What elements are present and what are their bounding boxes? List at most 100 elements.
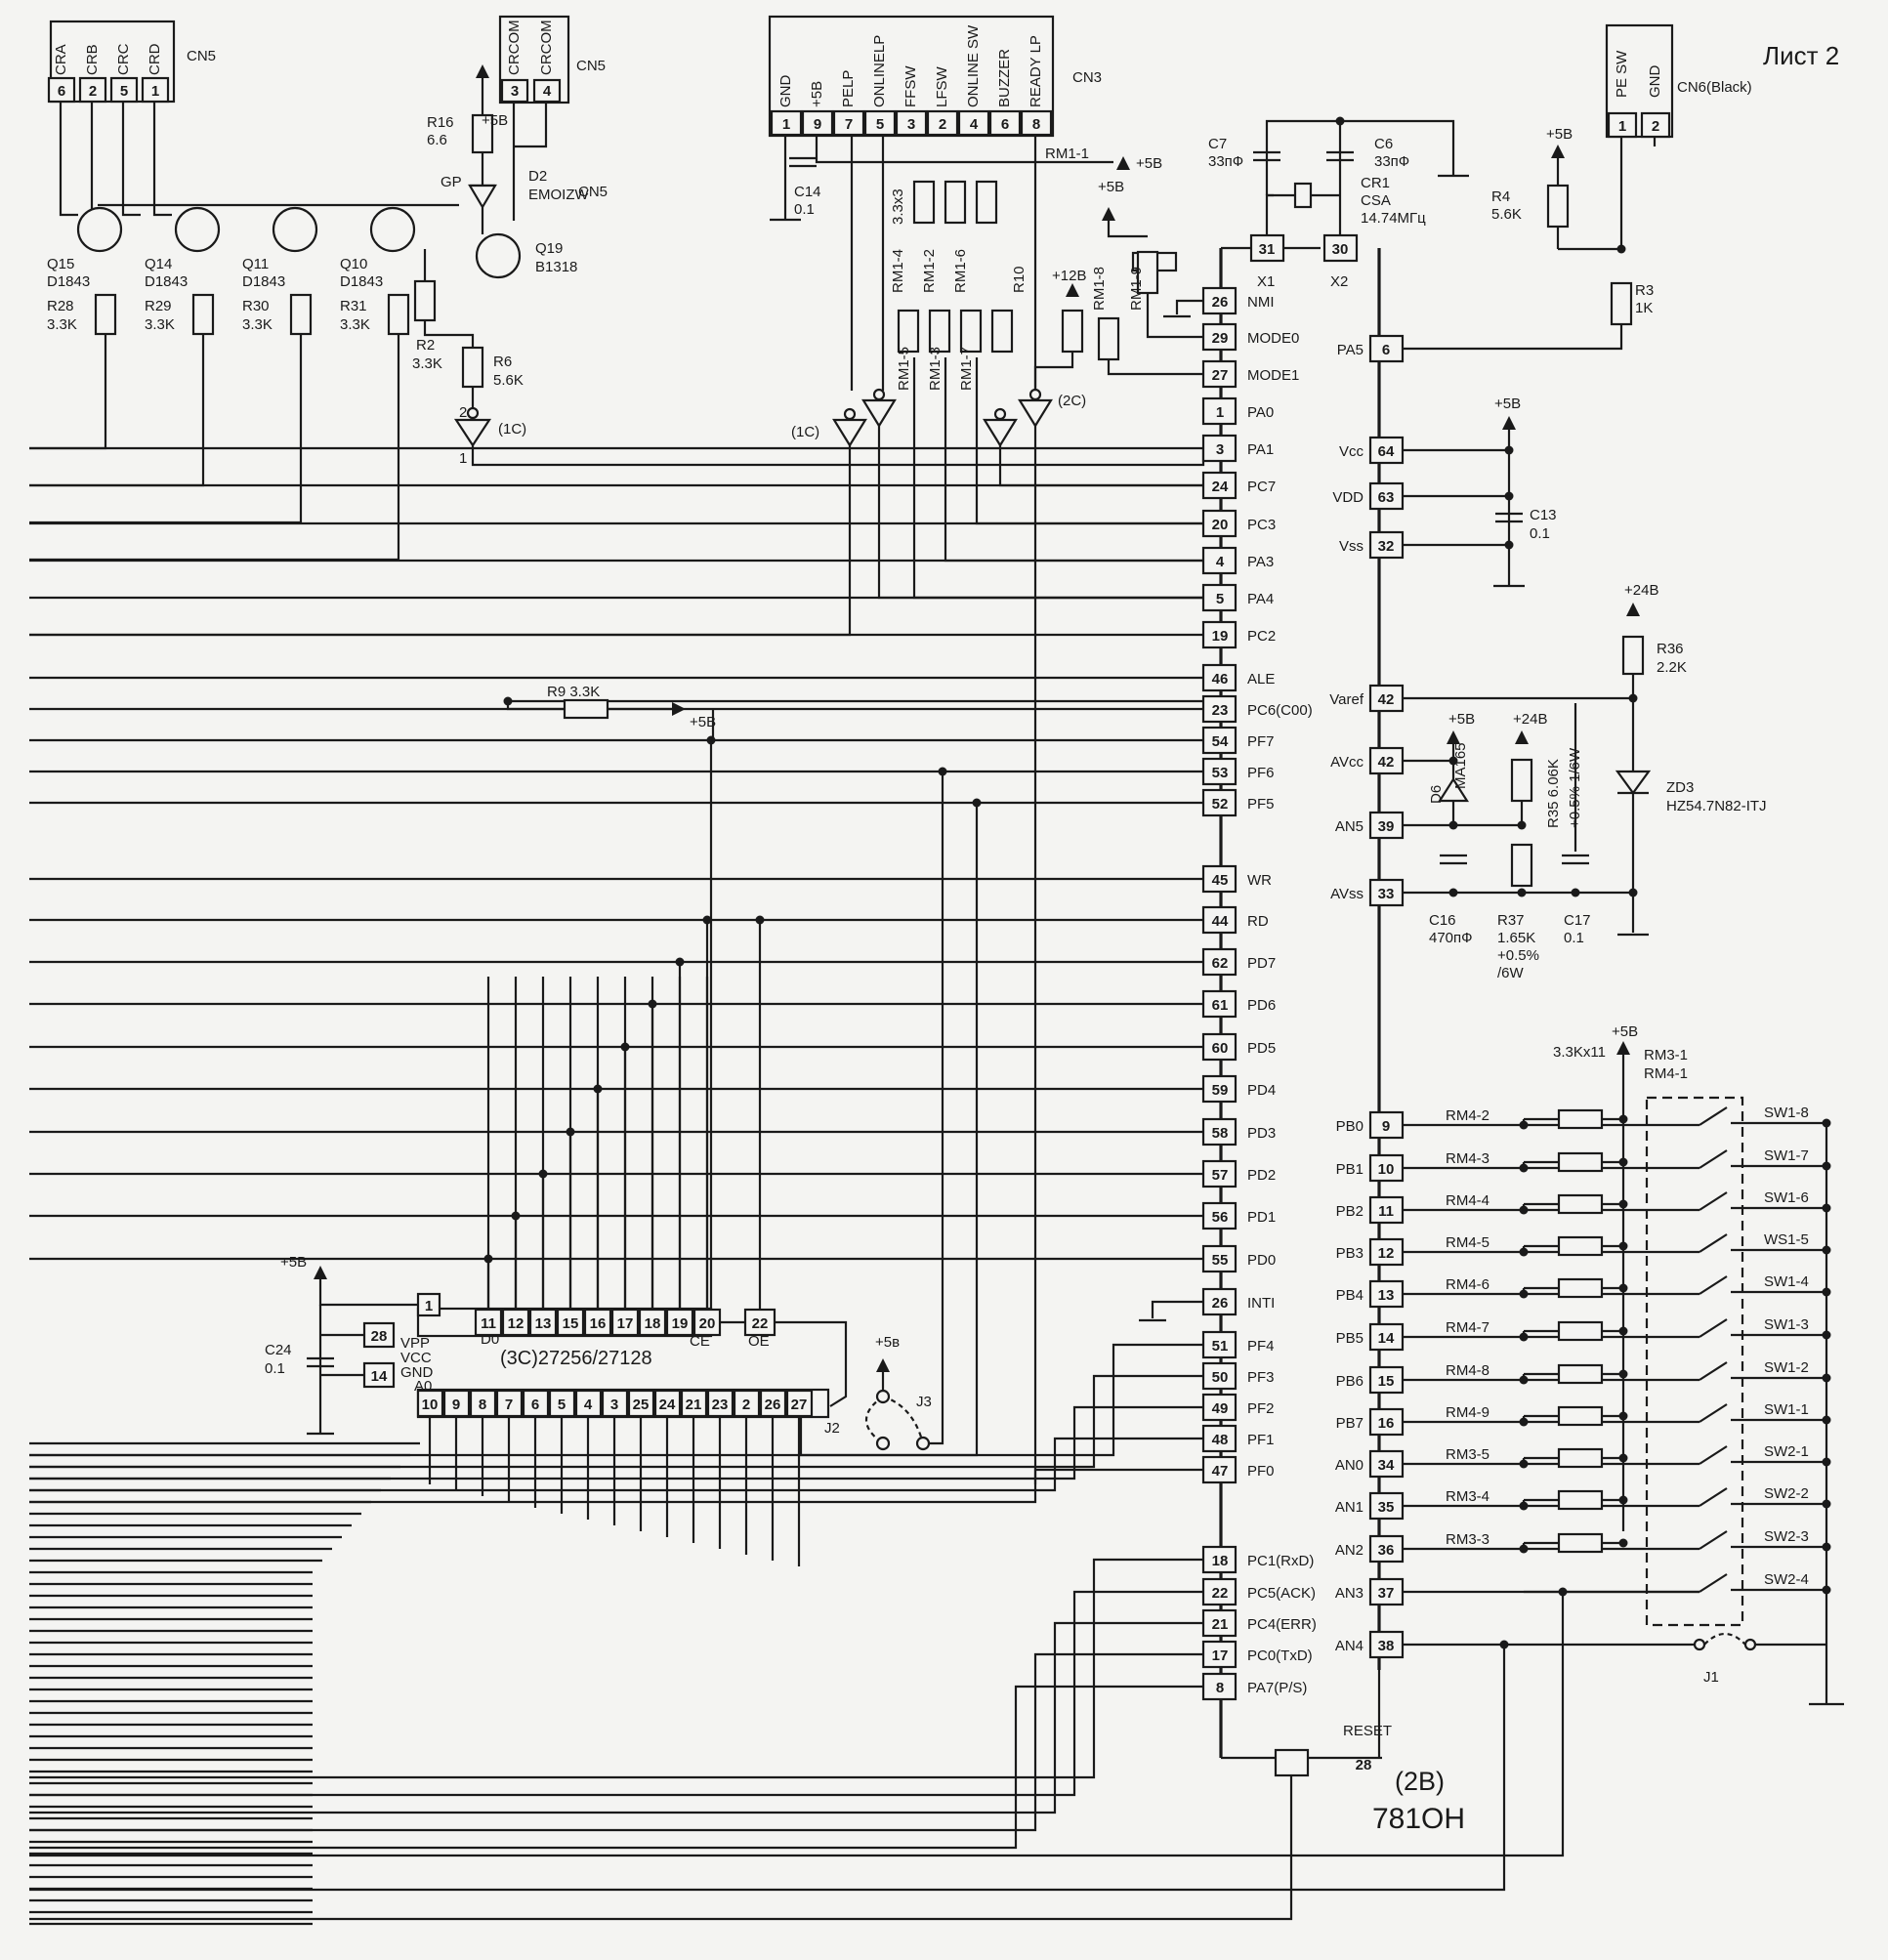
rm1-pull-resistor [959, 309, 983, 354]
main-ic-pin-number: 9 [1382, 1118, 1390, 1135]
zd3-value: HZ54.7N82-ITJ [1666, 798, 1767, 814]
main-ic-pin-name: PD1 [1247, 1209, 1276, 1226]
dip-switch-blade [1699, 1403, 1728, 1423]
main-ic-pin-name: AN0 [1335, 1457, 1364, 1474]
main-ic-pin-number: 64 [1378, 443, 1395, 460]
main-ic-pin-name: PC0(TxD) [1247, 1647, 1313, 1664]
rom-pin-number: 15 [563, 1315, 579, 1332]
rm-label: RM1-3 [927, 347, 944, 391]
j2-label: J2 [824, 1420, 840, 1437]
cn5b-pin-box [500, 78, 529, 104]
junction-dot [706, 735, 716, 745]
cn5b-pin-label: CRCOM [538, 20, 555, 75]
base-line [29, 334, 205, 487]
main-ic-pin-name: PB1 [1336, 1161, 1364, 1178]
cn5a-pin-box [141, 76, 170, 104]
rom-pin-box [692, 1308, 722, 1337]
transistor-part: D1843 [340, 273, 383, 290]
main-ic-pin-name: PA7(P/S) [1247, 1680, 1307, 1696]
base-resistor [191, 293, 215, 336]
switch-label: SW2-1 [1764, 1443, 1809, 1460]
rom-oe: OE [748, 1333, 770, 1350]
main-ic-pin-name: PA5 [1337, 342, 1364, 358]
gate-1c-symbol [453, 418, 492, 448]
dip-switch-blade [1699, 1573, 1728, 1593]
cn5a-pin-number: 6 [58, 83, 65, 100]
plus5-avcc-label: +5B [1448, 711, 1475, 728]
main-ic-pin-number: 63 [1378, 489, 1395, 506]
main-ic-pin-name: PB2 [1336, 1203, 1364, 1220]
main-ic-pin-box [1368, 878, 1405, 907]
main-ic-pin-number: 16 [1378, 1415, 1395, 1432]
main-ic-pin-box [1201, 726, 1238, 755]
jumper-j2-arc [865, 1396, 884, 1444]
junction-dot [1618, 1241, 1628, 1251]
main-ic-pin-number: 20 [1212, 517, 1229, 533]
x1-line [1265, 193, 1274, 235]
rm-label: RM1-7 [958, 347, 975, 391]
cn3-pin-number: 9 [814, 116, 821, 133]
main-ic-pin-name: AN4 [1335, 1638, 1364, 1654]
cn3-pin-box [770, 109, 803, 137]
pullup-resistor [1557, 1363, 1604, 1385]
rom-a0: A0 [414, 1378, 432, 1395]
r9-arrow [672, 702, 686, 716]
rom-pin-box [362, 1361, 396, 1389]
c13-value: 0.1 [1530, 525, 1550, 542]
jumper-j2-pin [875, 1436, 891, 1451]
rm-label: RM1-4 [890, 249, 906, 293]
j1-pin [1693, 1638, 1706, 1651]
main-ic-pin-number: 21 [1212, 1616, 1229, 1633]
cn3-pin-label: BUZZER [996, 49, 1013, 107]
rom-pin-number: 12 [508, 1315, 524, 1332]
main-ic-pin-number: 42 [1378, 691, 1395, 708]
main-ic-pin-number: 58 [1212, 1125, 1229, 1142]
pf-line [29, 1437, 1203, 1492]
main-ic-pin-number: 12 [1378, 1245, 1395, 1262]
pf-line [29, 1343, 1203, 1457]
main-ic-pin-number: 8 [1216, 1680, 1224, 1696]
main-ic-pin-number: 34 [1378, 1457, 1395, 1474]
transistor-symbol [369, 206, 416, 253]
rom-pin-box [759, 1389, 787, 1418]
main-ic-pin-box [1201, 694, 1238, 724]
cn3-pin-box [926, 109, 959, 137]
main-ic-pin-number: 31 [1259, 241, 1276, 258]
rom-gnd: GND [400, 1364, 434, 1381]
rom-pin-number: 11 [481, 1315, 496, 1332]
main-ic-pin-box [1201, 1672, 1238, 1701]
rom-pin-box [706, 1389, 734, 1418]
cn5b-pin-label: CRCOM [506, 20, 523, 75]
rm1-resistor [944, 180, 967, 225]
inverter-gate [861, 398, 897, 429]
main-ic-pin-name: PA0 [1247, 404, 1274, 421]
inverter-bubble [1028, 388, 1042, 401]
rom-pin-number: 6 [531, 1397, 539, 1413]
cn5a-pin-label: CRD [147, 43, 163, 75]
pullup-resistor [1557, 1447, 1604, 1469]
main-ic-pin-name: PC4(ERR) [1247, 1616, 1317, 1633]
r6-resistor [461, 346, 484, 389]
supply-arrow [1102, 207, 1115, 221]
gate-1c-b-label: (1C) [791, 424, 819, 440]
r37-wattage: /6W [1497, 965, 1525, 981]
transistor-part: D1843 [47, 273, 90, 290]
main-ic-pin-box [1201, 509, 1238, 538]
pullup-resistor-label: RM4-4 [1446, 1192, 1489, 1209]
junction-dot [1618, 1283, 1628, 1293]
junction-dot [1618, 1369, 1628, 1379]
c6-label: C6 [1374, 136, 1393, 152]
main-ic-pin-box [1201, 1577, 1238, 1606]
main-ic-pin-number: 19 [1212, 628, 1229, 645]
rom-pin-box [522, 1389, 550, 1418]
r35-value: +0.5% 1/6W [1567, 747, 1583, 828]
main-ic-pin-number: 22 [1212, 1585, 1229, 1602]
supply-arrow [314, 1266, 327, 1279]
main-ic-pin-name: AN3 [1335, 1585, 1364, 1602]
rom-pin-box [601, 1389, 629, 1418]
crystal-cr1 [1293, 182, 1313, 209]
rom-pin-number: 9 [452, 1397, 460, 1413]
junction-dot [938, 767, 947, 776]
c24-value: 0.1 [265, 1360, 285, 1377]
switch-label: WS1-5 [1764, 1231, 1809, 1248]
